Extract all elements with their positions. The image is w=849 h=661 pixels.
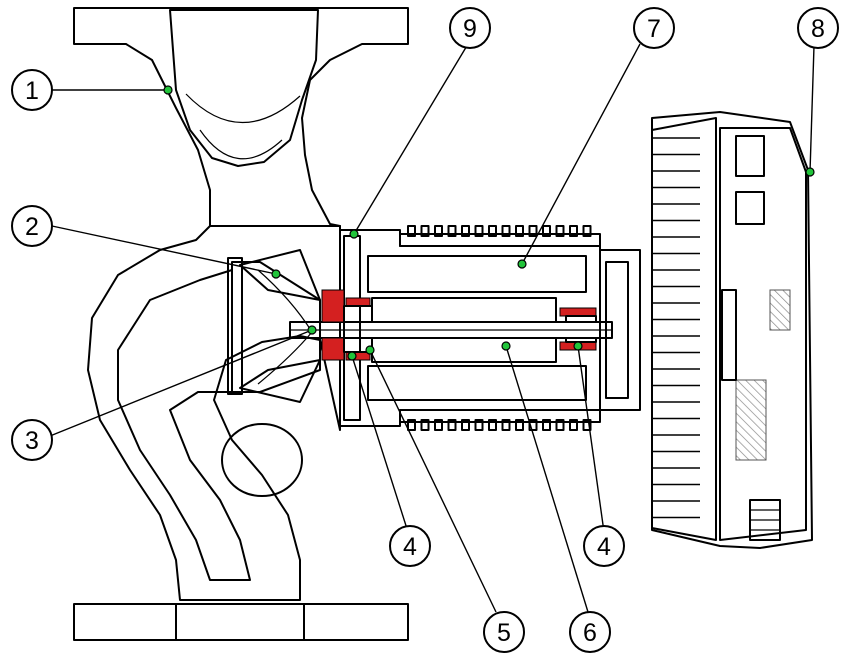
callout-1: 1 bbox=[11, 69, 53, 111]
cooling-fin bbox=[515, 419, 524, 431]
callout-4-right: 4 bbox=[583, 525, 625, 567]
cooling-fin bbox=[555, 225, 565, 237]
callout-8: 8 bbox=[797, 7, 839, 49]
callout-4-left-label: 4 bbox=[403, 533, 417, 561]
volute-channel bbox=[117, 269, 251, 581]
seal-parts bbox=[321, 289, 597, 361]
cooling-fin bbox=[407, 419, 416, 431]
callouts: 1 2 3 4 4 5 6 7 bbox=[11, 7, 839, 653]
marker-dot bbox=[349, 229, 359, 239]
marker-dot bbox=[307, 325, 317, 335]
callout-3-label: 3 bbox=[25, 427, 39, 455]
callout-5: 5 bbox=[483, 611, 525, 653]
callout-2: 2 bbox=[11, 205, 53, 247]
callout-3: 3 bbox=[11, 419, 53, 461]
marker-dot bbox=[271, 269, 281, 279]
stator bbox=[367, 255, 587, 293]
cooling-fin bbox=[528, 225, 538, 237]
impeller bbox=[227, 249, 321, 403]
cooling-fin bbox=[542, 419, 551, 431]
rotor bbox=[371, 297, 557, 323]
cooling-fin bbox=[569, 419, 578, 431]
leader-lines bbox=[49, 43, 815, 613]
electronics-module bbox=[651, 111, 813, 549]
callout-7: 7 bbox=[633, 7, 675, 49]
callout-7-label: 7 bbox=[647, 15, 661, 43]
cooling-fin bbox=[569, 225, 578, 237]
marker-dot bbox=[573, 341, 583, 351]
volute-body bbox=[87, 225, 341, 601]
motor bbox=[321, 225, 641, 431]
cooling-fin bbox=[420, 225, 430, 237]
cooling-fin bbox=[515, 225, 524, 237]
cooling-fin bbox=[488, 225, 497, 237]
marker-dot bbox=[365, 345, 375, 355]
top-flange bbox=[73, 7, 409, 227]
cooling-fin bbox=[474, 225, 484, 237]
cooling-fin bbox=[447, 225, 457, 237]
marker-dot bbox=[347, 351, 357, 361]
cooling-fin bbox=[582, 419, 592, 431]
callout-4-left: 4 bbox=[389, 525, 431, 567]
callout-6: 6 bbox=[569, 611, 611, 653]
cooling-fin bbox=[461, 225, 470, 237]
cooling-fin bbox=[434, 419, 443, 431]
callout-2-label: 2 bbox=[25, 213, 39, 241]
callout-6-label: 6 bbox=[583, 619, 597, 647]
callout-5-label: 5 bbox=[497, 619, 511, 647]
cooling-fin bbox=[501, 419, 511, 431]
marker-dot bbox=[805, 167, 815, 177]
cooling-fin bbox=[434, 225, 443, 237]
callout-8-label: 8 bbox=[811, 15, 825, 43]
cooling-fin bbox=[528, 419, 538, 431]
marker-dot bbox=[517, 259, 527, 269]
inlet-bore bbox=[169, 9, 319, 167]
cooling-fin bbox=[420, 419, 430, 431]
marker-dot bbox=[501, 341, 511, 351]
cooling-fin bbox=[407, 225, 416, 237]
marker-dots bbox=[163, 85, 815, 361]
cooling-fin bbox=[555, 419, 565, 431]
callout-9: 9 bbox=[449, 7, 491, 49]
callout-9-label: 9 bbox=[463, 15, 477, 43]
marker-dot bbox=[163, 85, 173, 95]
bottom-flange bbox=[73, 603, 409, 641]
callout-4-right-label: 4 bbox=[597, 533, 611, 561]
cooling-fin bbox=[474, 419, 484, 431]
callout-1-label: 1 bbox=[25, 77, 39, 105]
cooling-fin bbox=[542, 225, 551, 237]
cooling-fin bbox=[501, 225, 511, 237]
cooling-fin bbox=[488, 419, 497, 431]
cooling-fin bbox=[447, 419, 457, 431]
cooling-fin bbox=[461, 419, 470, 431]
shaft bbox=[289, 321, 613, 339]
cooling-fin bbox=[582, 225, 592, 237]
